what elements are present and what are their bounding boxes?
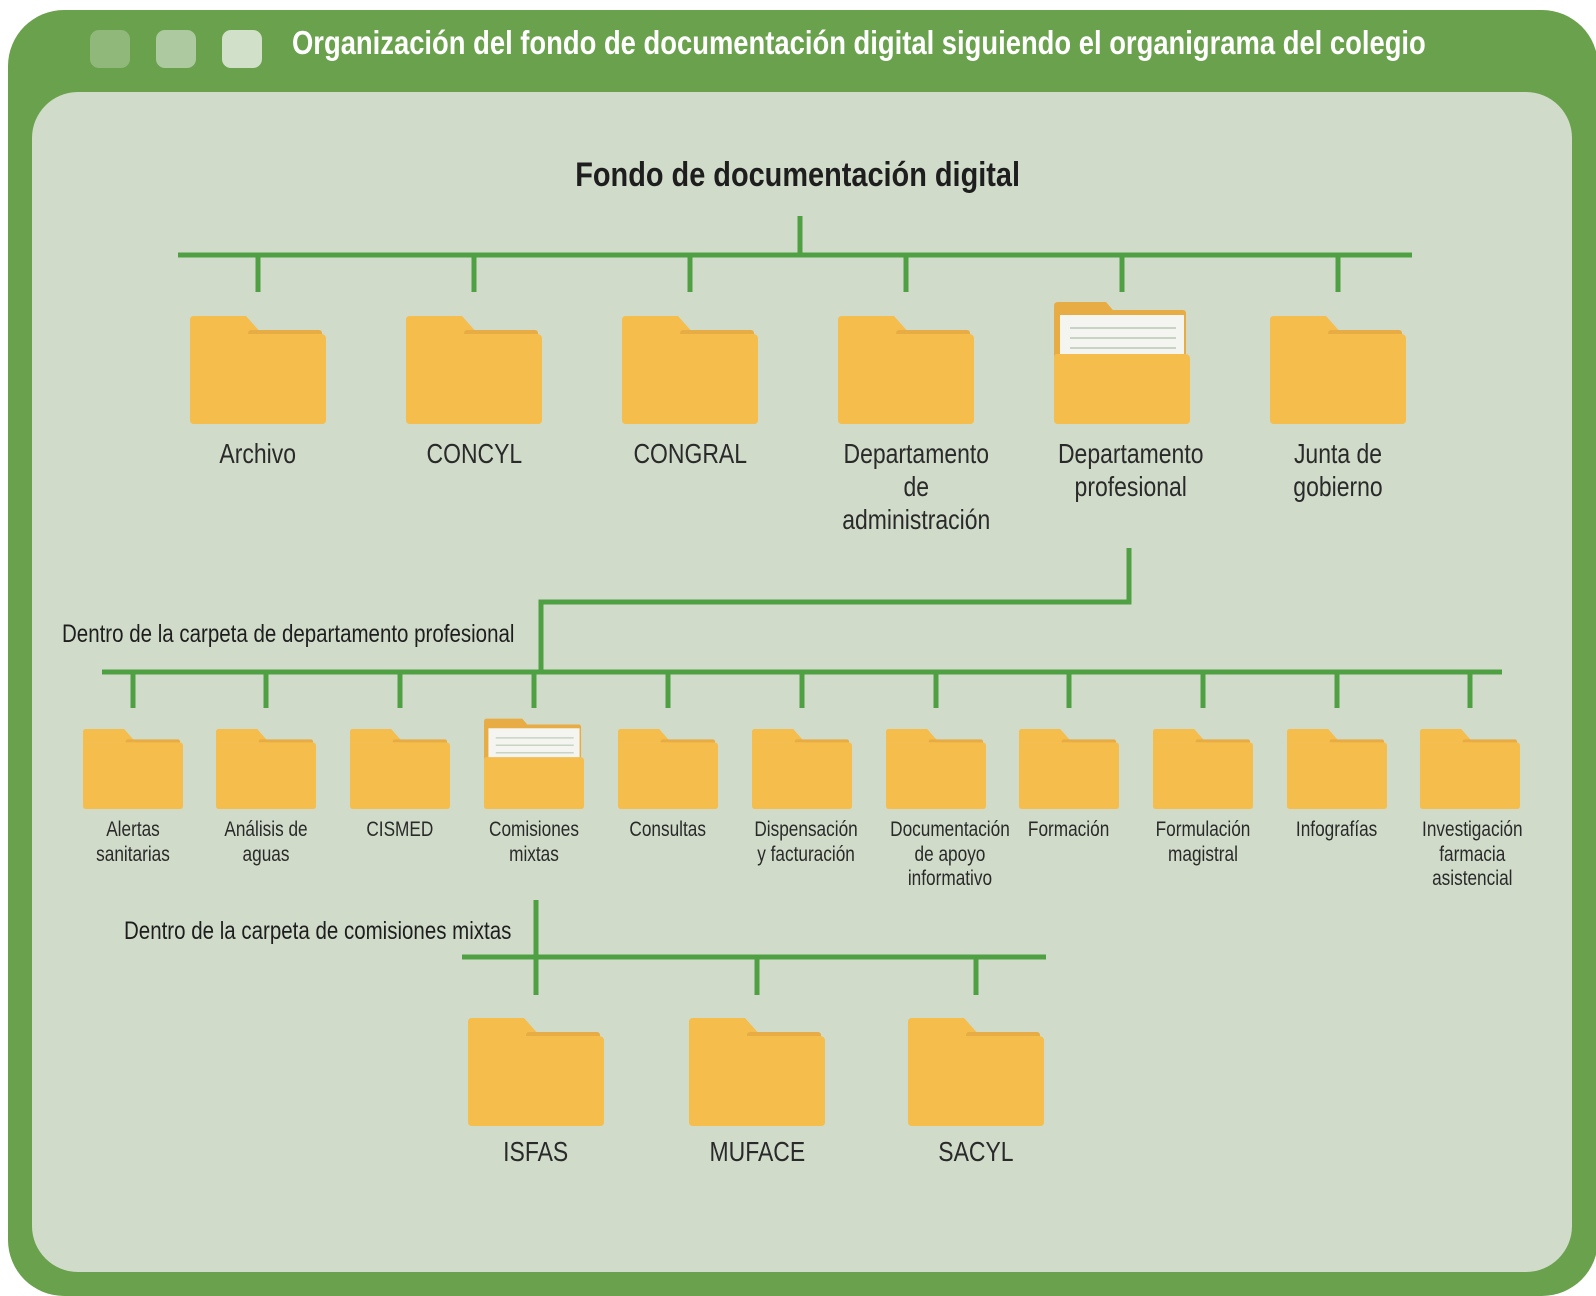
level2-label-text: Investigación farmacia asistencial [1422,818,1523,891]
level3-label-text: ISFAS [503,1136,569,1167]
level3-label: MUFACE [682,1136,832,1169]
window-title: Organización del fondo de documentación … [292,24,1426,61]
window-dot-1[interactable] [90,30,130,68]
folder-icon[interactable] [350,729,450,809]
level2-label: Comisiones mixtas [475,818,593,867]
level1-label: CONGRAL [615,438,765,471]
open-folder-icon[interactable] [1054,302,1190,424]
level2-label: CISMED [341,818,459,843]
level2-label: Formulación magistral [1144,818,1262,867]
level2-label: Análisis de aguas [207,818,325,867]
folder-icon[interactable] [752,729,852,809]
folder-icon[interactable] [1019,729,1119,809]
level2-label-text: Documentación de apoyo informativo [890,818,1010,891]
window-dot-2[interactable] [156,30,196,68]
folder-icon[interactable] [83,729,183,809]
level2-label-text: Análisis de aguas [224,818,308,866]
level3-label: SACYL [901,1136,1051,1169]
level2-label-text: CISMED [366,818,434,841]
root-title: Fondo de documentación digital [0,156,1596,195]
level1-label-text: Departamento de administración [842,438,991,535]
folder-icon[interactable] [1153,729,1253,809]
level2-label-text: Consultas [629,818,707,841]
folder-icon[interactable] [1270,316,1406,424]
level2-label: Investigación farmacia asistencial [1411,818,1529,892]
level1-label-text: CONGRAL [633,438,747,469]
root-title-text: Fondo de documentación digital [575,156,1021,194]
level2-label: Formación [1010,818,1128,843]
level3-caption: Dentro de la carpeta de comisiones mixta… [124,917,512,945]
folder-icon[interactable] [1287,729,1387,809]
level1-label-text: Departamento profesional [1057,438,1204,502]
level2-label-text: Alertas sanitarias [96,818,170,866]
level1-label: CONCYL [399,438,549,471]
level2-connector [538,548,1132,672]
level3-label-text: SACYL [938,1136,1014,1167]
level2-label: Alertas sanitarias [74,818,192,867]
folder-icon[interactable] [689,1018,825,1126]
folder-icon[interactable] [618,729,718,809]
folder-icon[interactable] [406,316,542,424]
folder-icon[interactable] [190,316,326,424]
level1-label: Departamento de administración [826,438,990,536]
level3-label-text: MUFACE [709,1136,805,1167]
folder-icon[interactable] [908,1018,1044,1126]
level1-label: Junta de gobierno [1263,438,1413,504]
folder-icon[interactable] [622,316,758,424]
window-dot-3[interactable] [222,30,262,68]
folder-icon[interactable] [886,729,986,809]
level2-label-text: Infografías [1296,818,1378,841]
level1-label: Departamento profesional [1042,438,1204,504]
level3-label: ISFAS [461,1136,611,1169]
level2-label-text: Formulación magistral [1155,818,1251,866]
level2-label: Infografías [1278,818,1396,843]
folder-icon[interactable] [216,729,316,809]
level1-label-text: Archivo [219,438,297,469]
folder-icon[interactable] [468,1018,604,1126]
level2-label-text: Comisiones mixtas [489,818,579,866]
level2-label-text: Formación [1028,818,1110,841]
level1-label: Archivo [183,438,333,471]
folder-icon[interactable] [838,316,974,424]
level2-label: Consultas [609,818,727,843]
level2-label: Dispensación y facturación [743,818,861,867]
open-folder-icon[interactable] [484,718,584,809]
level2-caption: Dentro de la carpeta de departamento pro… [62,620,515,648]
level2-label: Documentación de apoyo informativo [877,818,1010,892]
folder-icon[interactable] [1420,729,1520,809]
level2-label-text: Dispensación y facturación [754,818,858,866]
level1-label-text: CONCYL [426,438,522,469]
level1-label-text: Junta de gobierno [1293,438,1383,502]
